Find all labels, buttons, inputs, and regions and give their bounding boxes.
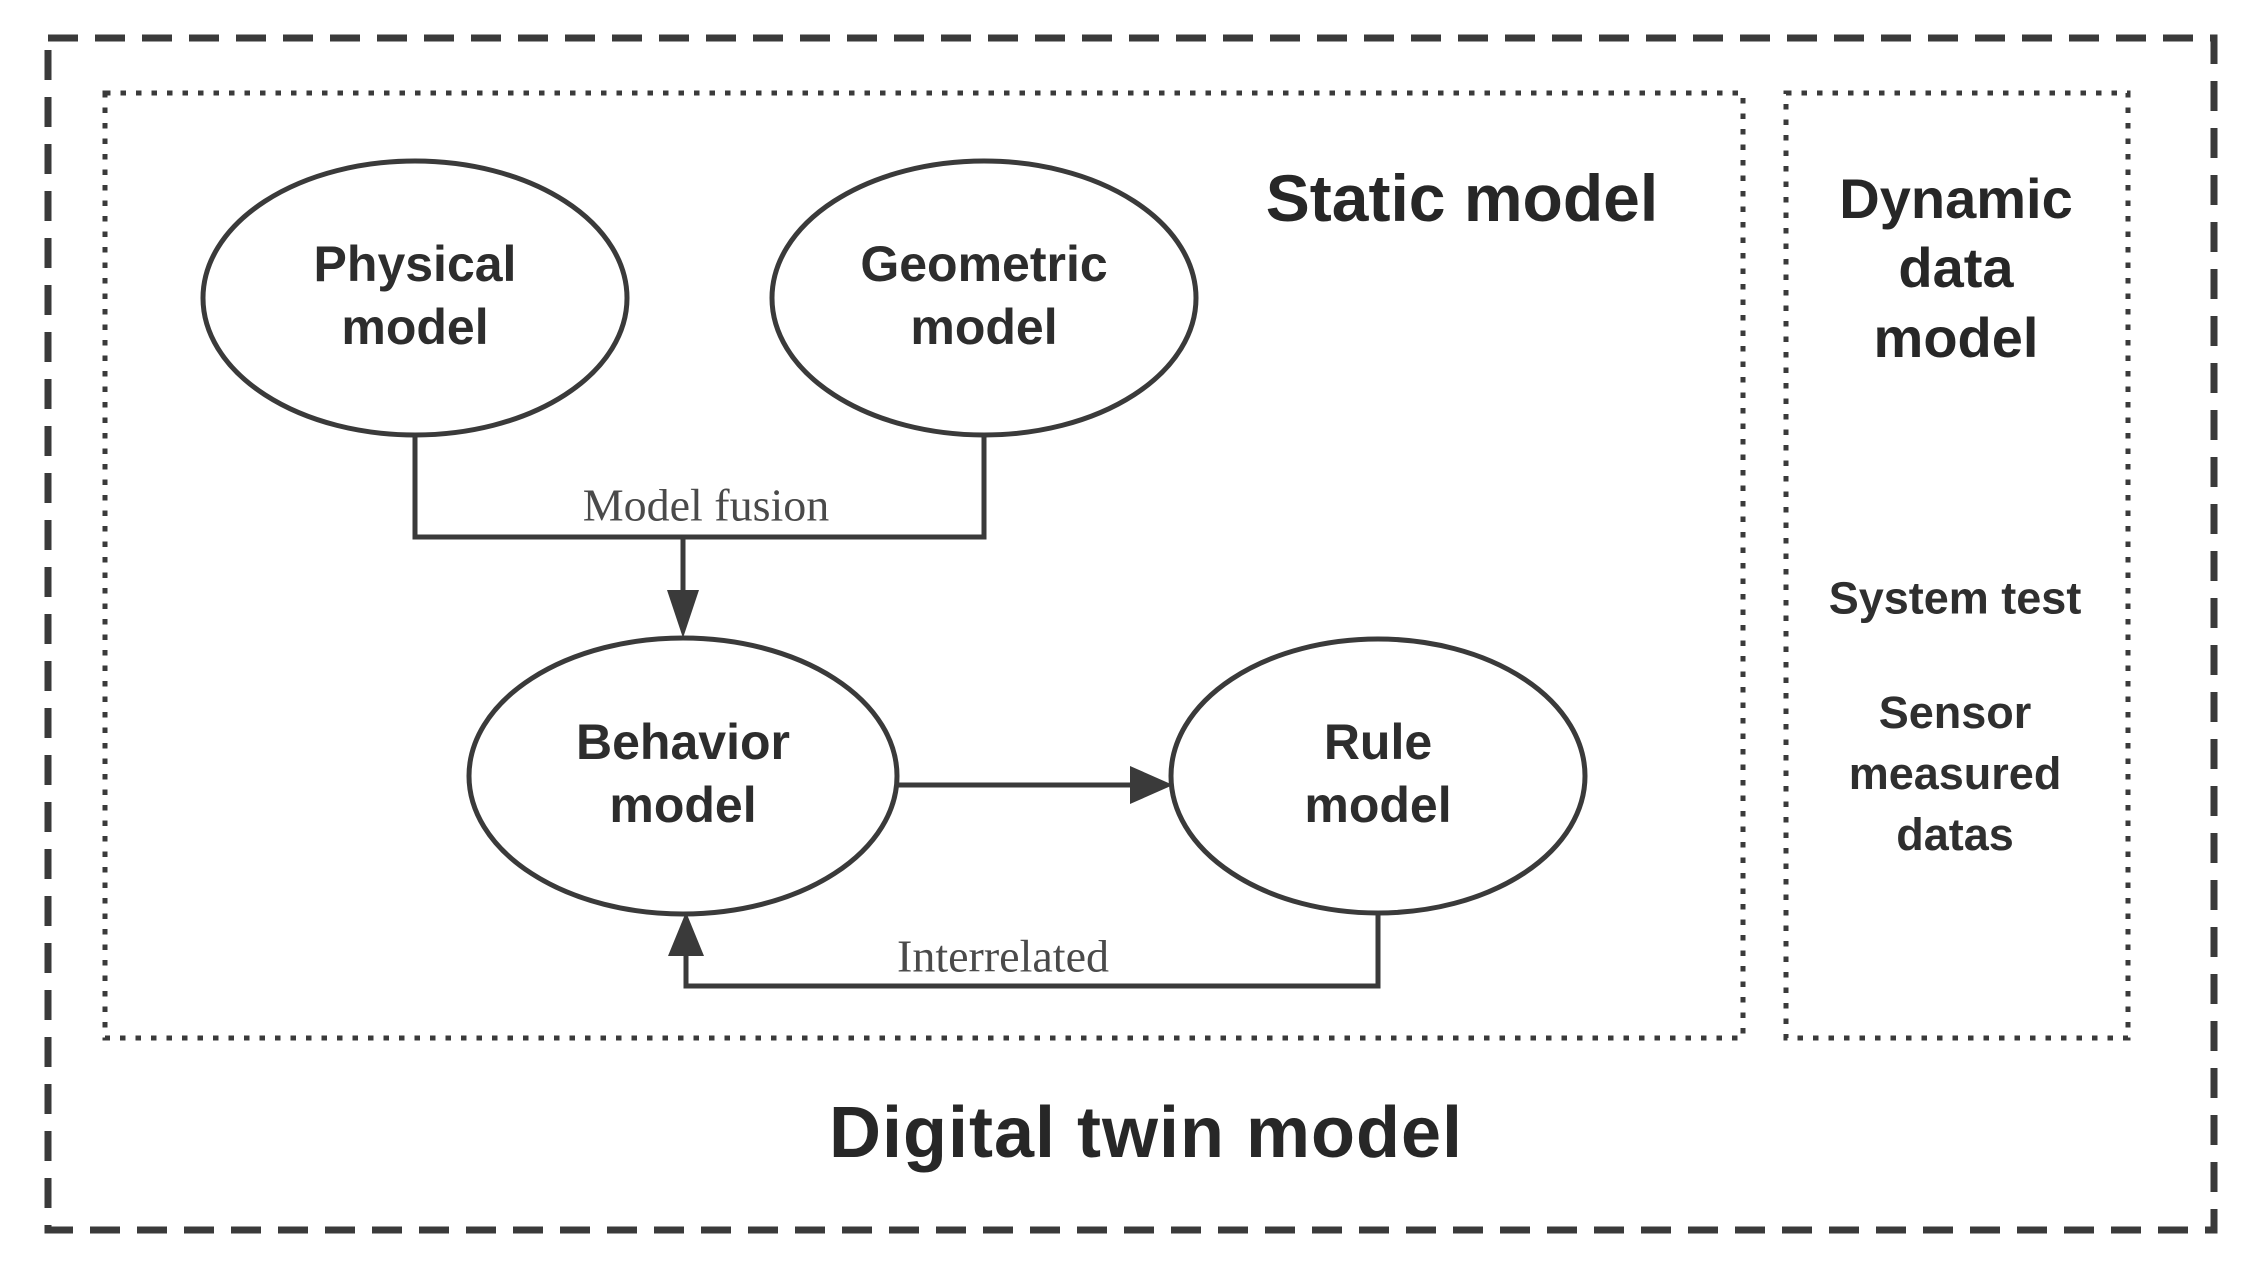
static-model-title: Static model — [1265, 161, 1659, 235]
geometric-model-node — [769, 158, 1199, 438]
behavior-model-label: Behavior model — [576, 714, 790, 833]
model-fusion-label: Model fusion — [582, 479, 830, 531]
digital-twin-dashed-border — [44, 34, 2218, 1234]
arrow-right-icon — [1130, 766, 1173, 804]
arrow-down-icon — [667, 590, 699, 638]
geometric-model-label: Geometric model — [860, 236, 1108, 355]
behavior-model-node — [466, 635, 900, 917]
arrow-up-icon — [668, 912, 704, 956]
sensor-measured-datas-text: Sensor measured datas — [1848, 687, 2062, 861]
rule-model-node — [1168, 636, 1588, 916]
digital-twin-model-title: Digital twin model — [828, 1093, 1464, 1173]
interrelated-connector-line — [683, 913, 1381, 989]
system-test-text: System test — [1828, 572, 2082, 624]
dynamic-data-model-title: Dynamic data model — [1839, 166, 2073, 369]
dynamic-data-model-dotted-border — [1783, 90, 2131, 1041]
static-model-dotted-border — [102, 90, 1746, 1041]
interrelated-label: Interrelated — [897, 930, 1109, 982]
physical-model-node — [200, 158, 630, 438]
model-fusion-connector-line — [412, 436, 987, 540]
physical-model-label: Physical model — [313, 236, 517, 355]
rule-model-label: Rule model — [1304, 714, 1452, 833]
